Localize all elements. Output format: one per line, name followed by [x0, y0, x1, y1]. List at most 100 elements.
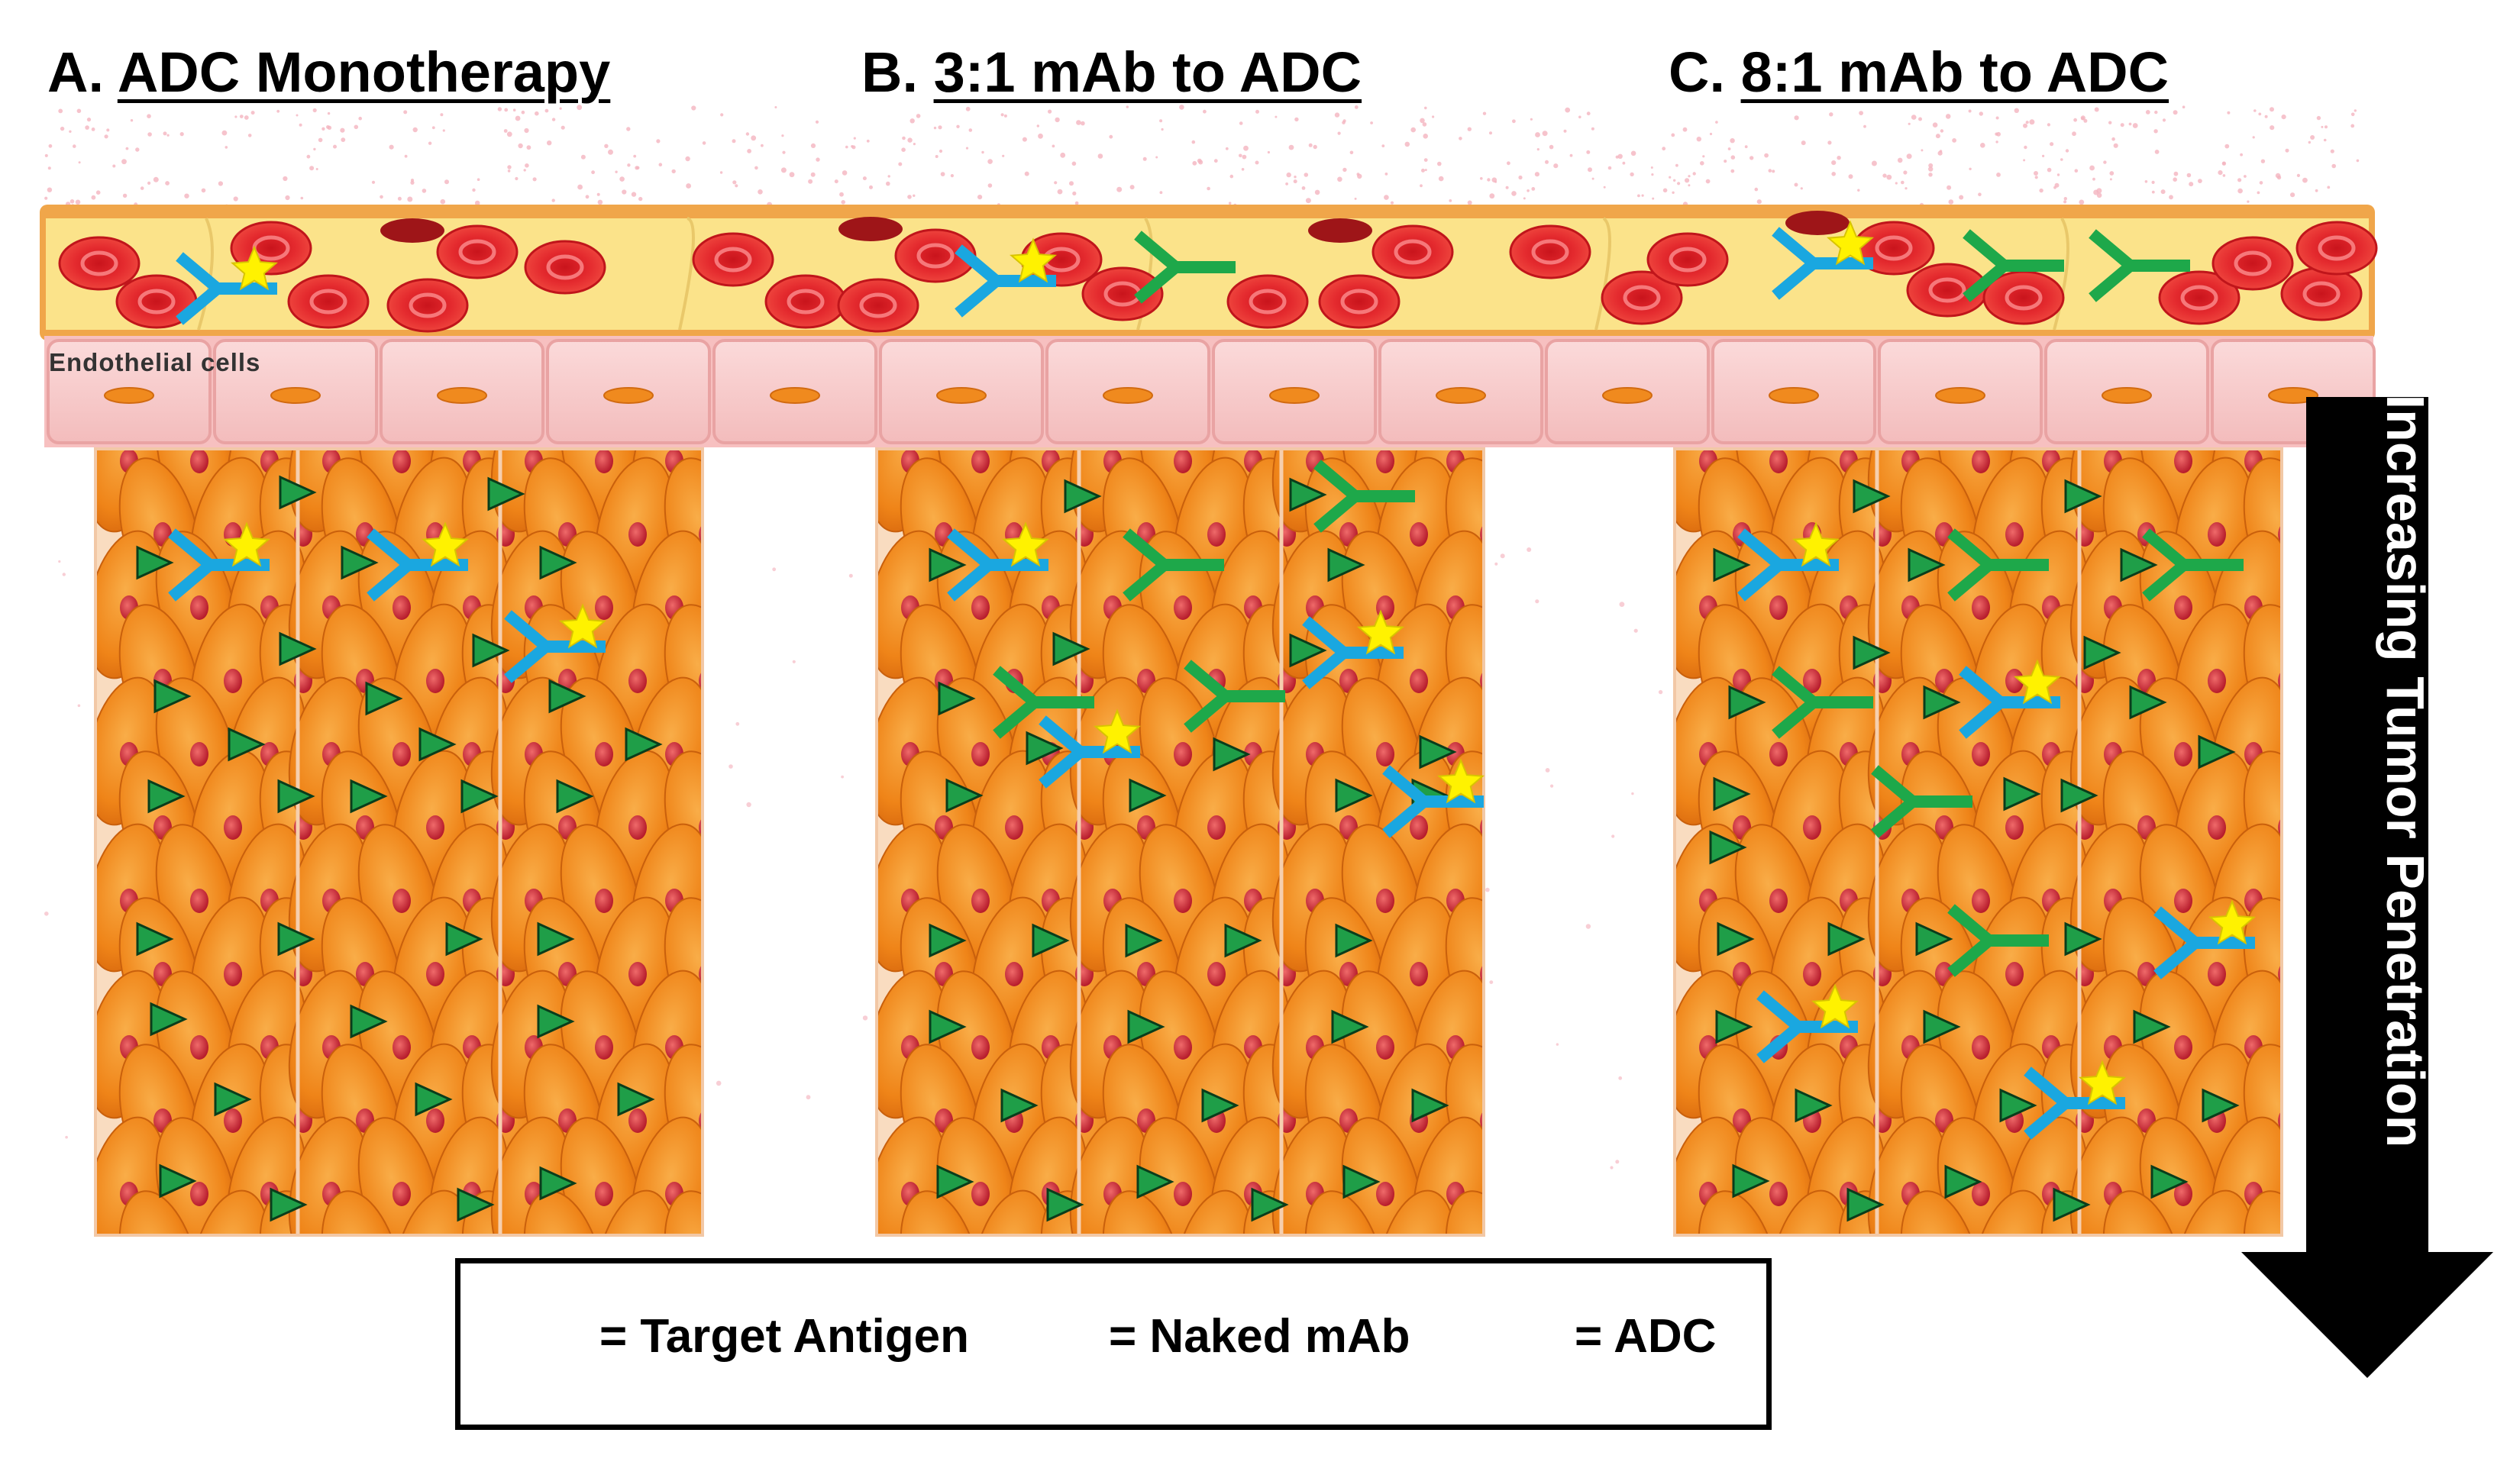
tumor-nucleus: [1174, 1182, 1192, 1206]
naked-mab-icon-arm-lower: [2089, 261, 2134, 302]
red-blood-cell-center: [2302, 281, 2341, 307]
tumor-nucleus: [1769, 1182, 1788, 1206]
tissue-speck: [1294, 176, 1297, 179]
tissue-speck: [1617, 153, 1623, 159]
tissue-speck: [1337, 131, 1341, 135]
tumor-nucleus: [971, 1182, 990, 1206]
endothelial-nucleus: [936, 387, 987, 404]
tissue-speck: [1952, 138, 1957, 143]
target-antigen-icon: [1052, 631, 1090, 666]
tissue-speck: [44, 196, 48, 200]
tissue-speck: [422, 189, 427, 193]
tissue-speck: [597, 199, 603, 205]
red-blood-cell-center: [2318, 235, 2356, 261]
tissue-speck: [2224, 144, 2230, 149]
tissue-speck: [1610, 1166, 1614, 1170]
tissue-speck: [580, 154, 586, 160]
tissue-speck: [702, 141, 706, 145]
red-blood-cell-center: [916, 243, 955, 269]
tissue-speck: [2182, 105, 2186, 108]
target-antigen-icon: [2202, 1088, 2240, 1123]
tumor-nucleus: [971, 449, 990, 473]
tissue-speck: [1947, 185, 1952, 190]
adc-antibody-arm-lower: [504, 642, 550, 683]
adc-antibody-arm-lower: [1382, 797, 1428, 838]
tissue-speck: [1390, 201, 1394, 205]
tissue-speck: [1071, 161, 1077, 166]
tumor-cell: [1698, 1190, 1780, 1235]
tissue-speck: [615, 170, 618, 173]
tissue-speck: [1727, 147, 1731, 150]
tissue-speck: [1633, 628, 1638, 633]
adc-icon: [1302, 609, 1404, 689]
tissue-speck: [1535, 599, 1539, 604]
tumor-cell: [971, 1189, 1052, 1235]
tumor-nucleus: [2208, 522, 2226, 547]
tumor-nucleus: [1174, 742, 1192, 766]
tumor-nucleus: [1410, 669, 1428, 693]
tissue-speck: [1129, 185, 1135, 190]
tumor-nucleus: [1410, 962, 1428, 986]
tissue-speck: [1500, 553, 1505, 559]
tissue-speck: [1116, 186, 1123, 192]
tissue-speck: [2111, 137, 2115, 141]
red-blood-cell: [2295, 221, 2378, 276]
tumor-cell: [1375, 1189, 1456, 1235]
tissue-speck: [69, 130, 72, 133]
tissue-speck: [2014, 108, 2019, 113]
red-blood-cell-center: [2180, 285, 2218, 311]
tissue-speck: [239, 115, 244, 119]
tumor-nucleus: [190, 742, 208, 766]
tissue-speck: [2253, 109, 2257, 112]
tumor-nucleus: [2005, 815, 2024, 840]
tissue-speck: [507, 165, 512, 169]
tissue-speck: [1530, 118, 1533, 121]
target-antigen-icon: [150, 1002, 188, 1037]
tissue-speck: [523, 169, 526, 172]
tissue-speck: [2108, 121, 2112, 124]
tissue-speck: [913, 143, 916, 146]
tissue-speck: [1630, 172, 1634, 177]
tissue-speck: [1928, 173, 1933, 177]
tumor-nucleus: [1005, 815, 1023, 840]
tissue-speck: [1294, 117, 1299, 122]
naked-mab-icon-arm-lower: [1184, 692, 1229, 733]
tissue-speck: [1948, 199, 1954, 205]
naked-mab-icon: [1123, 528, 1224, 602]
tissue-speck: [300, 196, 304, 200]
tissue-speck: [1603, 186, 1606, 189]
tumor-nucleus: [2208, 669, 2226, 693]
tissue-speck: [789, 172, 795, 178]
tissue-background-speckle: [44, 105, 2360, 1170]
tissue-speck: [935, 155, 939, 158]
adc-antibody-arm-upper: [1382, 765, 1428, 806]
tissue-speck: [2290, 192, 2295, 198]
tissue-speck: [2350, 124, 2355, 128]
tumor-panel-b: [875, 447, 1485, 1237]
adc-antibody-arm-upper: [168, 528, 214, 570]
payload-star-icon: [1827, 220, 1874, 266]
tissue-speck: [1542, 131, 1548, 137]
tissue-speck: [389, 144, 394, 150]
adc-antibody-arm-upper: [1756, 990, 1802, 1031]
tissue-speck: [165, 181, 170, 186]
tumor-nucleus: [2005, 522, 2024, 547]
tissue-speck: [1837, 156, 1841, 160]
tissue-speck: [1673, 179, 1676, 182]
tumor-nucleus: [426, 815, 444, 840]
tissue-speck: [2173, 177, 2177, 182]
endothelial-cells-label: Endothelial cells: [49, 348, 261, 376]
tissue-speck: [44, 153, 48, 157]
adc-antibody-arm-upper: [1302, 616, 1348, 657]
naked-mab-icon-arm-lower: [1963, 261, 2008, 302]
tissue-speck: [106, 128, 110, 132]
tissue-speck: [1384, 195, 1389, 200]
tumor-cell: [900, 1190, 982, 1235]
tissue-speck: [1304, 173, 1309, 177]
tissue-speck: [521, 110, 525, 115]
tissue-speck: [1301, 186, 1306, 190]
red-blood-cell-center: [546, 254, 584, 280]
tissue-speck: [2081, 117, 2085, 121]
tissue-speck: [327, 111, 331, 115]
payload-star-icon: [2014, 659, 2061, 705]
